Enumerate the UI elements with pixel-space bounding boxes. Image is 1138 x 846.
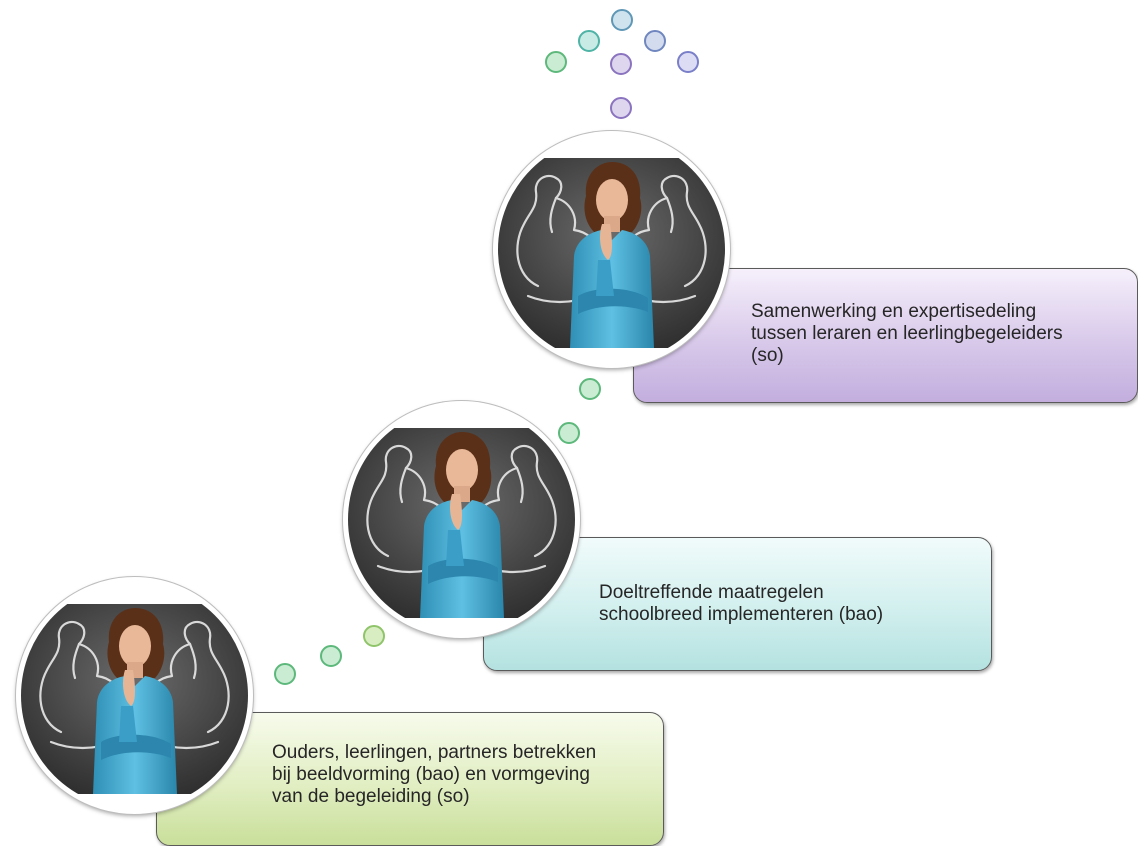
step-text-samenwerking: Samenwerking en expertisedeling tussen l… [751,301,1063,366]
path-dot [610,53,632,75]
path-dot [558,422,580,444]
step-text-ouders: Ouders, leerlingen, partners betrekken b… [272,742,597,807]
photo-maatregelen [343,401,580,638]
path-dot [363,625,385,647]
path-dot [610,97,632,119]
photo-ouders [16,577,253,814]
step-text-maatregelen: Doeltreffende maatregelen schoolbreed im… [599,582,884,625]
strong-woman-photo-icon [21,582,248,809]
path-dot [274,663,296,685]
path-dot [677,51,699,73]
path-dot [545,51,567,73]
path-dot [644,30,666,52]
strong-woman-photo-icon [498,136,725,363]
path-dot [579,378,601,400]
photo-samenwerking [493,131,730,368]
path-dot [578,30,600,52]
path-dot [611,9,633,31]
strong-woman-photo-icon [348,406,575,633]
path-dot [320,645,342,667]
